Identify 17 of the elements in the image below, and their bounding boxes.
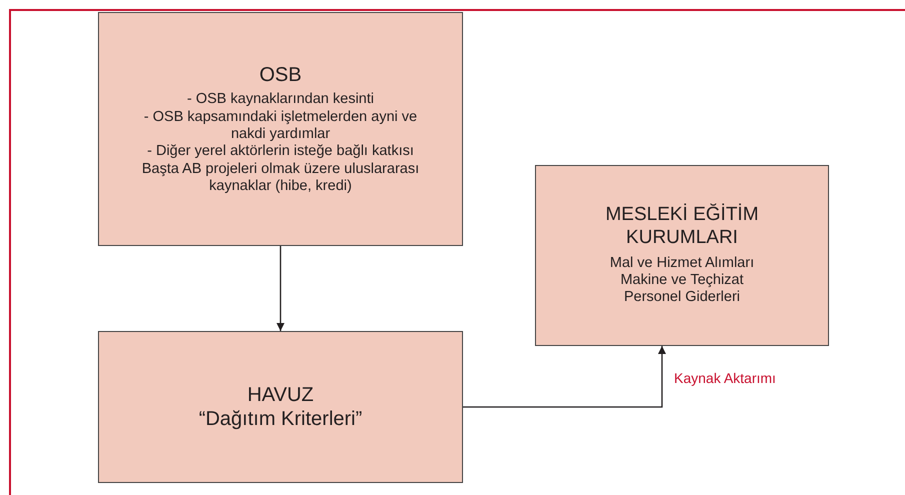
- box-heading: OSB: [259, 62, 302, 87]
- box-text: Başta AB projeleri olmak üzere uluslararası kaynaklar (hibe, kredi): [140, 160, 420, 196]
- edge-label: Kaynak Aktarımı: [672, 370, 778, 386]
- arrow: [276, 246, 284, 331]
- process-box: [535, 165, 829, 346]
- box-heading: HAVUZ: [247, 383, 314, 407]
- box-text: Makine ve Teçhizat: [620, 272, 744, 290]
- box-text: - Diğer yerel aktörlerin isteğe bağlı katkısı: [147, 143, 414, 161]
- box-text: Mal ve Hizmet Alımları: [610, 254, 754, 272]
- box-heading: MESLEKİ EĞİTİM KURUMLARI: [604, 204, 760, 250]
- process-box: [98, 331, 463, 483]
- arrow: [463, 346, 666, 408]
- box-text: - OSB kapsamındaki işletmelerden ayni ve nakdi yardımlar: [142, 108, 418, 144]
- box-text: Personel Giderleri: [624, 289, 740, 307]
- process-box: [98, 12, 463, 246]
- box-text: “Dağıtım Kriterleri”: [198, 407, 362, 431]
- box-text: - OSB kaynaklarından kesinti: [187, 91, 374, 109]
